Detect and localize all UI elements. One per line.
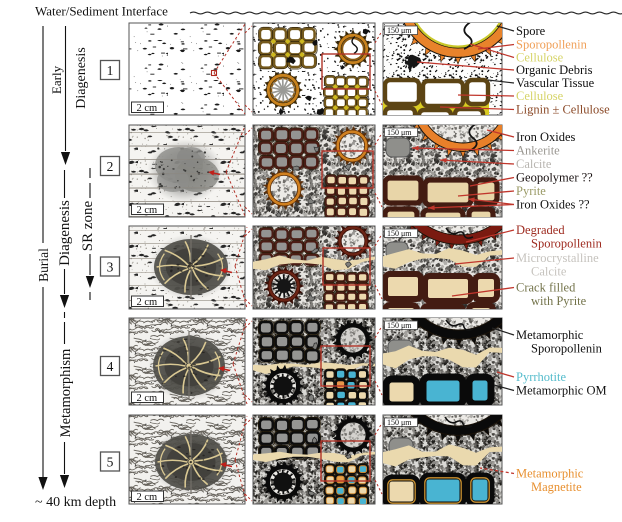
svg-text:with Pyrite: with Pyrite [531, 294, 587, 308]
svg-text:4: 4 [107, 359, 114, 374]
svg-text:3: 3 [107, 260, 114, 275]
svg-text:5: 5 [107, 455, 114, 470]
svg-text:Burial: Burial [36, 248, 51, 282]
svg-text:Cellulose: Cellulose [516, 89, 564, 103]
svg-text:Organic Debris: Organic Debris [516, 63, 593, 77]
svg-text:150 μm: 150 μm [387, 128, 412, 137]
svg-text:Sporopollenin: Sporopollenin [531, 237, 603, 251]
svg-text:Diagenesis: Diagenesis [57, 200, 73, 266]
svg-text:Degraded: Degraded [516, 223, 565, 237]
svg-text:Crack filled: Crack filled [516, 281, 576, 295]
svg-text:Metamorphism: Metamorphism [58, 348, 74, 437]
svg-text:Iron Oxides ??: Iron Oxides ?? [516, 198, 590, 212]
svg-text:2 cm: 2 cm [137, 492, 158, 503]
svg-text:Sporopollenin: Sporopollenin [516, 38, 588, 52]
svg-text:Iron Oxides: Iron Oxides [516, 130, 575, 144]
svg-text:Microcrystalline: Microcrystalline [516, 251, 599, 265]
svg-text:Metamorphic OM: Metamorphic OM [516, 384, 607, 398]
svg-text:2 cm: 2 cm [137, 393, 158, 404]
svg-text:Lignin ± Cellulose: Lignin ± Cellulose [516, 103, 610, 117]
svg-text:Geopolymer ??: Geopolymer ?? [516, 171, 593, 185]
svg-text:Ankerite: Ankerite [516, 144, 560, 158]
svg-text:2 cm: 2 cm [137, 297, 158, 308]
svg-text:2: 2 [107, 159, 114, 174]
svg-text:Diagenesis: Diagenesis [74, 47, 89, 108]
svg-text:SR zone: SR zone [80, 200, 96, 251]
svg-text:150 μm: 150 μm [387, 26, 412, 35]
svg-text:1: 1 [107, 63, 114, 78]
svg-text:Magnetite: Magnetite [531, 480, 582, 494]
svg-text:Spore: Spore [516, 24, 546, 38]
svg-text:~ 40 km depth: ~ 40 km depth [35, 495, 116, 510]
svg-text:Calcite: Calcite [531, 265, 567, 279]
svg-text:150 μm: 150 μm [387, 418, 412, 427]
svg-text:150 μm: 150 μm [387, 321, 412, 330]
svg-text:Early: Early [49, 65, 64, 94]
svg-text:Metamorphic: Metamorphic [516, 328, 584, 342]
svg-text:2 cm: 2 cm [137, 103, 158, 114]
svg-text:Vascular Tissue: Vascular Tissue [516, 76, 595, 90]
svg-text:Calcite: Calcite [516, 157, 552, 171]
svg-text:Water/Sediment Interface: Water/Sediment Interface [35, 4, 168, 19]
svg-text:150 μm: 150 μm [387, 229, 412, 238]
svg-text:Pyrite: Pyrite [516, 184, 546, 198]
svg-text:2 cm: 2 cm [137, 205, 158, 216]
svg-text:Metamorphic: Metamorphic [516, 467, 584, 481]
svg-text:Sporopollenin: Sporopollenin [531, 342, 603, 356]
svg-text:Pyrrhotite: Pyrrhotite [516, 370, 566, 384]
